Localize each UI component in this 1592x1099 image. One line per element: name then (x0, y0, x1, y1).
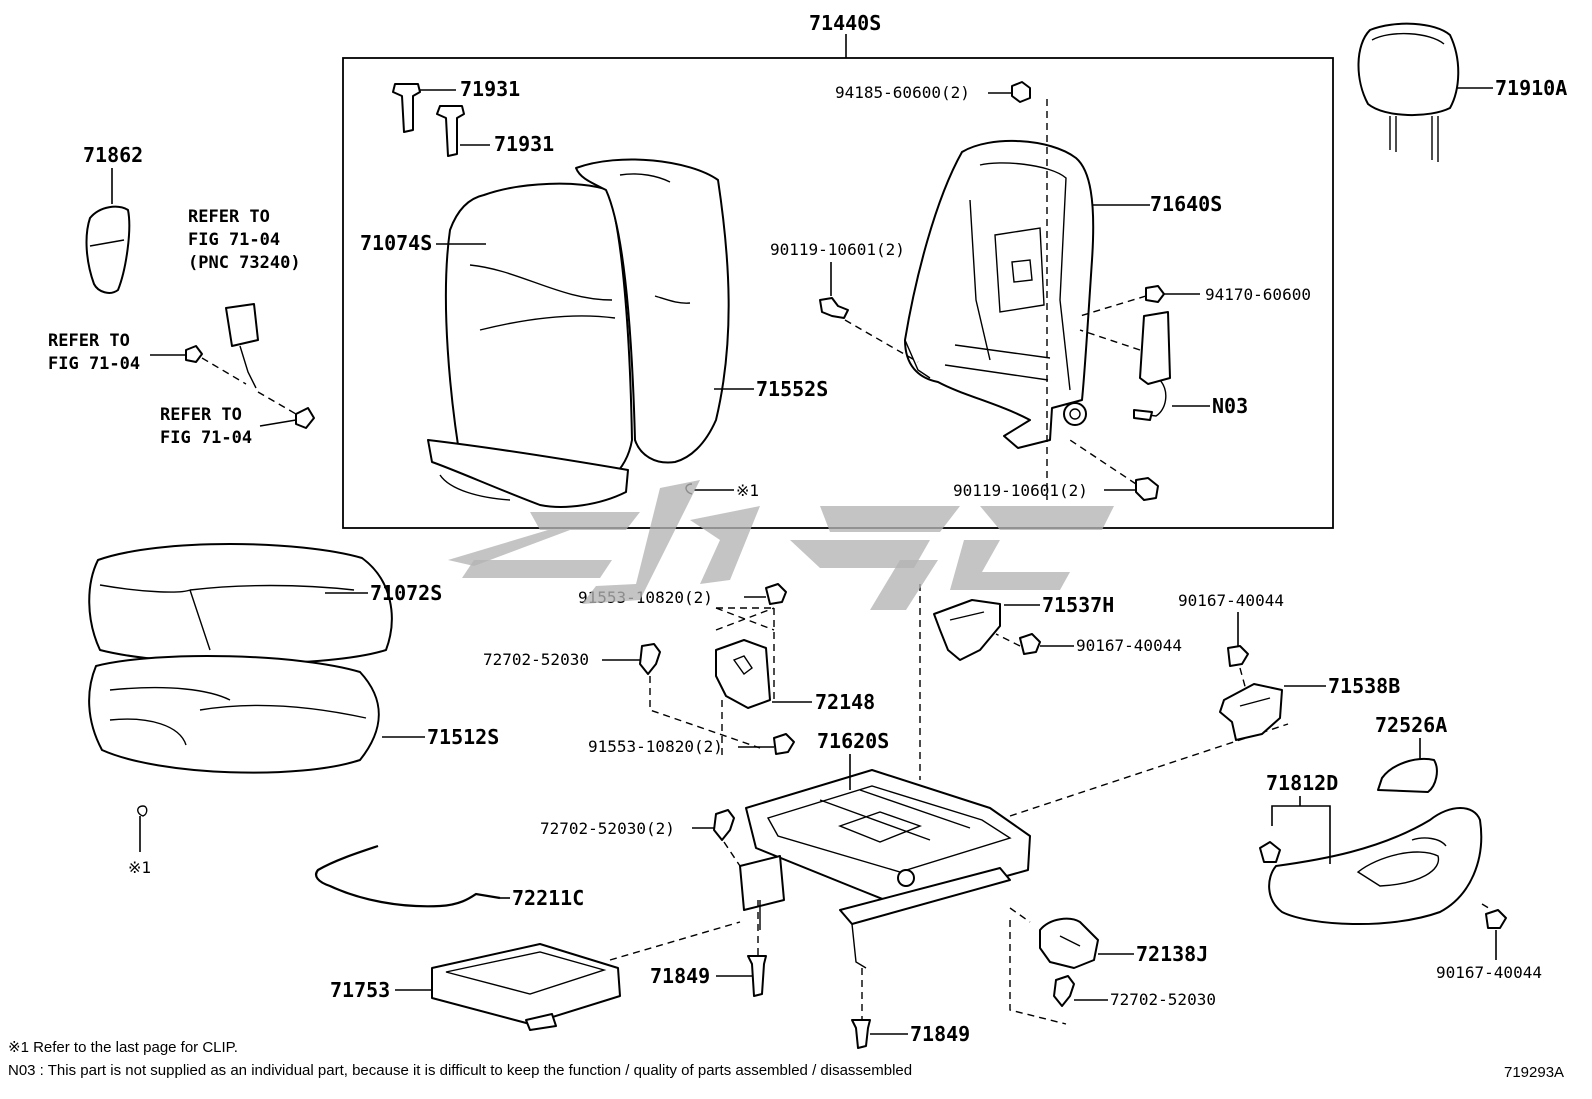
label-71931-b[interactable]: 71931 (494, 132, 554, 156)
label-71620S[interactable]: 71620S (817, 729, 889, 753)
label-71537H[interactable]: 71537H (1042, 593, 1114, 617)
seat-cushion-cover-icon[interactable] (88, 543, 393, 665)
clip-footnote: ※1 Refer to the last page for CLIP. (8, 1039, 238, 1056)
bolt-icon[interactable] (819, 297, 849, 319)
anchor-plate-icon[interactable] (295, 407, 315, 429)
nut-icon[interactable] (185, 345, 203, 363)
bolt-icon[interactable] (713, 809, 735, 841)
label-72702-52030-lower[interactable]: 72702-52030 (1110, 990, 1216, 1009)
bolt-icon[interactable] (1135, 477, 1159, 501)
label-71849-b[interactable]: 71849 (910, 1022, 970, 1046)
ref3-line1: REFER TO (160, 405, 242, 425)
label-71931-a[interactable]: 71931 (460, 77, 520, 101)
ref1-line3: (PNC 73240) (188, 253, 301, 273)
pin-icon[interactable] (851, 1019, 871, 1049)
label-clip-ref-1[interactable]: ※1 (736, 481, 759, 500)
wire-icon[interactable] (314, 844, 501, 908)
bracket-icon[interactable] (1219, 683, 1283, 741)
label-91553-10820-lower[interactable]: 91553-10820(2) (588, 737, 723, 756)
bolt-icon[interactable] (1011, 81, 1031, 103)
label-90167-40044-b[interactable]: 90167-40044 (1178, 591, 1284, 610)
seatback-cover-icon[interactable] (427, 182, 633, 508)
cover-icon[interactable] (933, 599, 1001, 661)
seat-cushion-pad-icon[interactable] (88, 654, 380, 774)
label-71640S[interactable]: 71640S (1150, 192, 1222, 216)
label-94170-60600[interactable]: 94170-60600 (1205, 285, 1311, 304)
bolt-icon[interactable] (773, 733, 795, 755)
label-72138J[interactable]: 72138J (1136, 942, 1208, 966)
label-71812D[interactable]: 71812D (1266, 771, 1338, 795)
label-90119-10601-lower[interactable]: 90119-10601(2) (953, 481, 1088, 500)
ref1-line1: REFER TO (188, 207, 270, 227)
seatback-frame-icon[interactable] (904, 139, 1095, 449)
label-90167-40044-c[interactable]: 90167-40044 (1436, 963, 1542, 982)
label-72702-52030-upper[interactable]: 72702-52030 (483, 650, 589, 669)
bolt-icon[interactable] (1019, 633, 1041, 655)
label-72702-52030-mid[interactable]: 72702-52030(2) (540, 819, 675, 838)
cap-icon[interactable] (1377, 758, 1438, 793)
bracket-icon[interactable] (715, 639, 771, 709)
bolt-icon[interactable] (765, 583, 787, 605)
label-71538B[interactable]: 71538B (1328, 674, 1400, 698)
watermark-logo (448, 480, 1114, 610)
bolt-icon[interactable] (1227, 645, 1249, 667)
label-71849-a[interactable]: 71849 (650, 964, 710, 988)
label-71440S[interactable]: 71440S (809, 11, 881, 35)
bolt-icon[interactable] (1485, 909, 1507, 929)
clip-icon[interactable] (392, 83, 465, 157)
ref2-line2: FIG 71-04 (48, 354, 140, 374)
label-94185-60600[interactable]: 94185-60600(2) (835, 83, 970, 102)
seat-frame-icon[interactable] (739, 769, 1031, 969)
bolt-icon[interactable] (1145, 285, 1165, 303)
cover-icon[interactable] (1039, 917, 1099, 969)
bolt-icon[interactable] (1259, 841, 1281, 863)
label-71753[interactable]: 71753 (330, 978, 390, 1002)
label-clip-ref-2[interactable]: ※1 (128, 858, 151, 877)
pin-icon[interactable] (747, 955, 767, 997)
label-72211C[interactable]: 72211C (512, 886, 584, 910)
headrest-icon[interactable] (1357, 22, 1460, 162)
label-N03[interactable]: N03 (1212, 394, 1248, 418)
seatback-pad-icon[interactable] (575, 158, 730, 464)
label-71552S[interactable]: 71552S (756, 377, 828, 401)
tray-icon[interactable] (431, 943, 621, 1031)
label-71072S[interactable]: 71072S (370, 581, 442, 605)
label-71862[interactable]: 71862 (83, 143, 143, 167)
label-71074S[interactable]: 71074S (360, 231, 432, 255)
side-cover-icon[interactable] (1268, 807, 1483, 926)
ref3-line2: FIG 71-04 (160, 428, 252, 448)
airbag-module-icon[interactable] (1133, 311, 1171, 421)
n03-footnote: N03 : This part is not supplied as an in… (8, 1062, 913, 1079)
bolt-icon[interactable] (1053, 975, 1075, 1007)
label-72526A[interactable]: 72526A (1375, 713, 1447, 737)
label-90167-40044-a[interactable]: 90167-40044 (1076, 636, 1182, 655)
label-90119-10601-upper[interactable]: 90119-10601(2) (770, 240, 905, 259)
ref2-line1: REFER TO (48, 331, 130, 351)
cover-icon[interactable] (85, 205, 131, 294)
ref1-line2: FIG 71-04 (188, 230, 280, 250)
label-71910A[interactable]: 71910A (1495, 76, 1567, 100)
label-71512S[interactable]: 71512S (427, 725, 499, 749)
seatbelt-buckle-icon[interactable] (225, 303, 259, 389)
figure-id: 719293A (1504, 1064, 1565, 1081)
bolt-icon[interactable] (639, 643, 661, 675)
label-72148[interactable]: 72148 (815, 690, 875, 714)
